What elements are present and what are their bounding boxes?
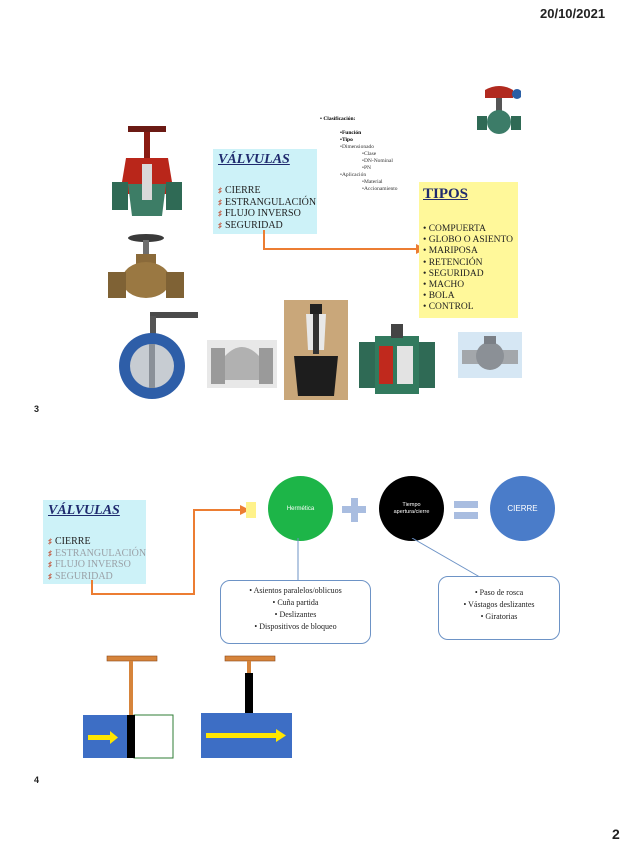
valvulas-item: ♯CIERRE (218, 185, 261, 196)
bullet-icon: ♯ (48, 560, 52, 569)
tiempo-circle: Tiempo apertura/cierre (379, 476, 444, 541)
globe-valve-image (108, 234, 184, 298)
detail-item: • Vástagos deslizantes (463, 600, 535, 609)
detail-item: • Giratorias (480, 612, 518, 621)
valve-open-diagram (201, 655, 292, 758)
bullet-icon: ♯ (48, 571, 52, 581)
tipos-item: • GLOBO O ASIENTO (423, 235, 513, 246)
valvulas-list: ♯CIERRE ♯ESTRANGULACIÓN ♯FLUJO INVERSO ♯… (218, 185, 316, 231)
tipos-item: • SEGURIDAD (423, 268, 484, 279)
valvulas-item: ♯FLUJO INVERSO (218, 208, 301, 219)
tipos-title: TIPOS (423, 186, 469, 202)
valvulas-item: ♯FLUJO INVERSO (48, 559, 131, 570)
safety-valve-image (284, 300, 348, 400)
tipos-box: TIPOS • COMPUERTA • GLOBO O ASIENTO • MA… (419, 182, 518, 318)
tipos-item: • MACHO (423, 280, 465, 291)
slide-number: 4 (34, 775, 40, 785)
clasificacion-block: • Clasificación: •Función •Tipo •Dimensi… (320, 116, 398, 192)
detail-item: • Asientos paralelos/oblicuos (249, 586, 342, 595)
cierre-circle: CIERRE (490, 476, 555, 541)
bullet-icon: ♯ (218, 186, 222, 195)
detail-item: • Deslizantes (274, 610, 317, 619)
box-hermetica-details: • Asientos paralelos/oblicuos • Cuña par… (220, 580, 371, 644)
yellow-marker (246, 502, 256, 518)
valvulas-item: ♯SEGURIDAD (218, 219, 283, 231)
valvulas-list: ♯CIERRE ♯ESTRANGULACIÓN ♯FLUJO INVERSO ♯… (48, 536, 146, 582)
slide-number: 3 (34, 404, 40, 414)
bullet-icon: ♯ (218, 209, 222, 218)
plus-icon (342, 498, 366, 522)
bullet-icon: ♯ (218, 220, 222, 230)
valvulas-box: VÁLVULAS ♯CIERRE ♯ESTRANGULACIÓN ♯FLUJO … (43, 500, 146, 584)
detail-item: • Dispositivos de bloqueo (254, 622, 337, 631)
box-tiempo-details: • Paso de rosca • Vástagos deslizantes •… (438, 576, 560, 640)
control-valve-image (477, 86, 521, 134)
valvulas-item: ♯ESTRANGULACIÓN (218, 196, 317, 208)
tipos-item: • MARIPOSA (423, 246, 478, 257)
tipos-list: • COMPUERTA • GLOBO O ASIENTO • MARIPOSA… (423, 224, 513, 314)
bullet-icon: ♯ (48, 548, 52, 558)
tipos-item: • CONTROL (423, 302, 474, 313)
orange-connector-arrow (91, 505, 250, 595)
valvulas-title: VÁLVULAS (218, 152, 290, 167)
connector-lines (297, 538, 486, 584)
equals-icon (454, 501, 478, 519)
orange-connector-arrow (263, 230, 426, 254)
date-header: 20/10/2021 (540, 6, 606, 21)
valvulas-item: ♯CIERRE (48, 536, 91, 547)
steam-trap-image (458, 332, 522, 378)
valvulas-item: ♯ESTRANGULACIÓN (48, 547, 147, 559)
bullet-icon: ♯ (218, 197, 222, 207)
tipos-item: • BOLA (423, 291, 455, 302)
bullet-icon: ♯ (48, 537, 52, 546)
plug-valve-image (359, 324, 435, 394)
butterfly-valve-image (119, 312, 198, 399)
tipos-item: • RETENCIÓN (423, 257, 483, 268)
valvulas-title: VÁLVULAS (48, 503, 120, 518)
valvulas-item: ♯SEGURIDAD (48, 570, 113, 582)
gate-valve-image (112, 126, 182, 216)
check-valve-image (207, 340, 277, 388)
page-number: 2 (612, 826, 620, 842)
hermetica-circle: Hermética (268, 476, 333, 541)
detail-item: • Paso de rosca (474, 588, 524, 597)
valvulas-box: VÁLVULAS ♯CIERRE ♯ESTRANGULACIÓN ♯FLUJO … (213, 149, 317, 234)
detail-item: • Cuña partida (272, 598, 319, 607)
tipos-item: • COMPUERTA (423, 224, 486, 234)
valve-closed-diagram (83, 655, 174, 759)
